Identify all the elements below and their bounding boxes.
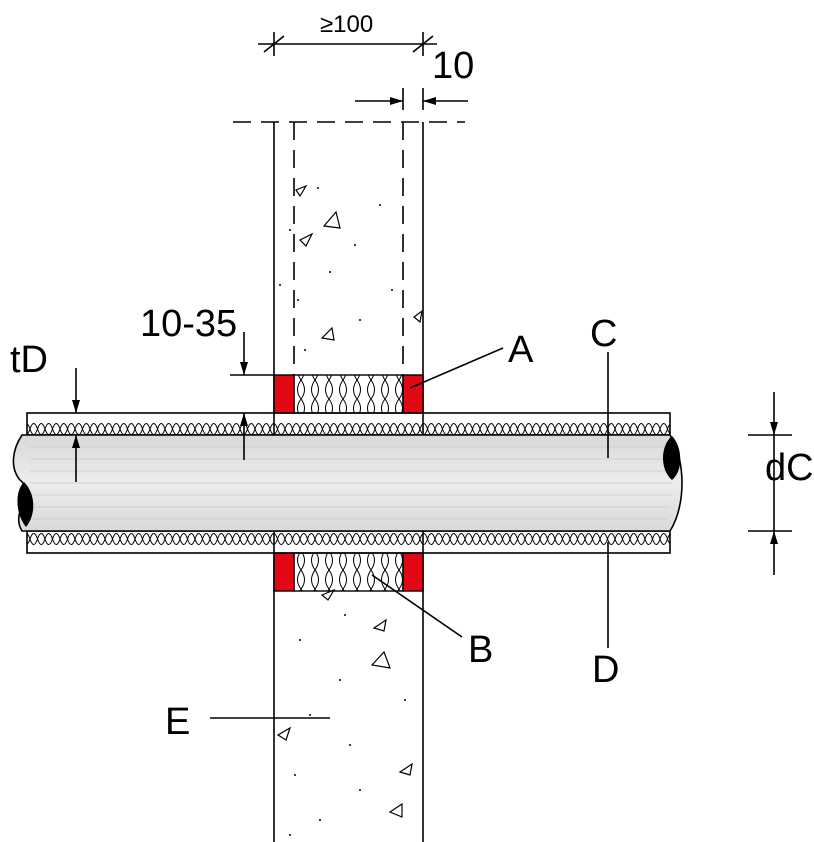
label-10-35: 10-35 (140, 303, 237, 345)
dimension-min-100: ≥100 (258, 11, 437, 56)
label-D: D (592, 649, 619, 691)
pipe-left-cut-icon (17, 482, 34, 527)
leader-E: E (165, 701, 330, 743)
leader-D: D (592, 542, 619, 691)
dimension-tD: tD (10, 339, 80, 482)
pipe-right-cut-icon (663, 436, 681, 480)
leader-A: A (409, 329, 534, 389)
leader-C: C (590, 313, 617, 458)
label-10: 10 (432, 45, 474, 87)
label-tD: tD (10, 339, 48, 381)
label-B: B (468, 629, 493, 671)
dimension-10-35: 10-35 (140, 303, 274, 460)
label-C: C (590, 313, 617, 355)
concrete-aggregate (276, 184, 423, 818)
label-min-100: ≥100 (320, 11, 373, 38)
dimension-dC: dC (748, 392, 814, 575)
leader-B: B (371, 574, 493, 671)
sealant (273, 374, 424, 592)
label-E: E (165, 701, 190, 743)
label-A: A (508, 329, 534, 371)
concrete-dots (279, 187, 406, 836)
label-dC: dC (765, 447, 814, 489)
dimension-10: 10 (355, 45, 474, 110)
pipe (12, 434, 683, 532)
